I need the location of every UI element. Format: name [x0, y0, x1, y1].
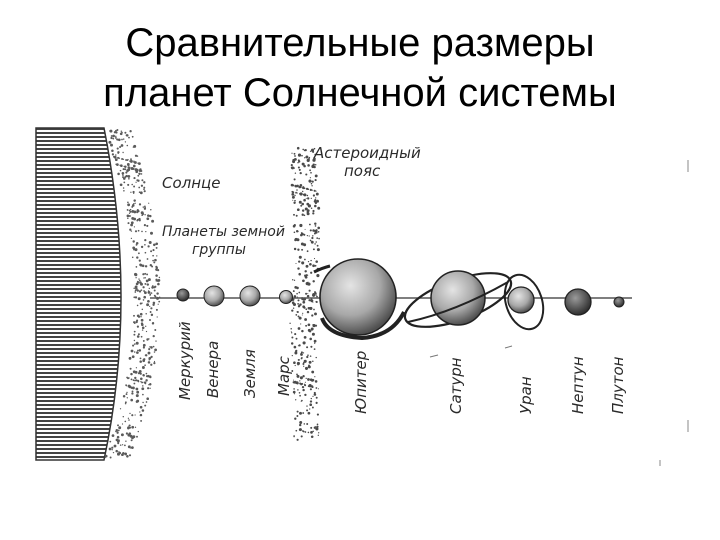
saturn-planet — [403, 270, 513, 328]
venus-label: Венера — [204, 341, 222, 398]
asteroid-label-line-2: пояс — [344, 162, 381, 180]
mercury-planet — [176, 288, 190, 302]
sun-corona — [104, 128, 161, 459]
uranus-label: Уран — [517, 376, 535, 414]
scan-mark — [429, 354, 439, 358]
slide-title: Сравнительные размеры планет Солнечной с… — [0, 18, 720, 118]
pluto-planet — [613, 296, 625, 308]
asteroid-belt — [289, 146, 321, 441]
terrestrial-label-line-2: группы — [192, 242, 246, 258]
sun-body — [35, 127, 122, 461]
title-line-2: планет Солнечной системы — [103, 71, 617, 115]
uranus-planet — [503, 273, 545, 331]
earth-label: Земля — [241, 349, 259, 398]
mercury-label: Меркурий — [176, 321, 194, 400]
pluto-label: Плутон — [609, 356, 627, 414]
sun-label: Солнце — [162, 174, 220, 192]
jupiter-label: Юпитер — [352, 351, 370, 414]
neptune-planet — [564, 288, 592, 316]
scan-mark — [504, 345, 513, 349]
jupiter-planet — [313, 258, 406, 341]
terrestrial-label-line-1: Планеты земной — [162, 224, 285, 240]
mars-label: Марс — [275, 355, 293, 396]
title-line-1: Сравнительные размеры — [125, 21, 595, 65]
asteroid-label-line-1: Астероидный — [313, 144, 421, 162]
neptune-label: Нептун — [569, 356, 587, 414]
saturn-label: Сатурн — [447, 357, 465, 414]
earth-planet — [239, 285, 261, 307]
venus-planet — [203, 285, 225, 307]
mars-planet — [279, 290, 293, 304]
